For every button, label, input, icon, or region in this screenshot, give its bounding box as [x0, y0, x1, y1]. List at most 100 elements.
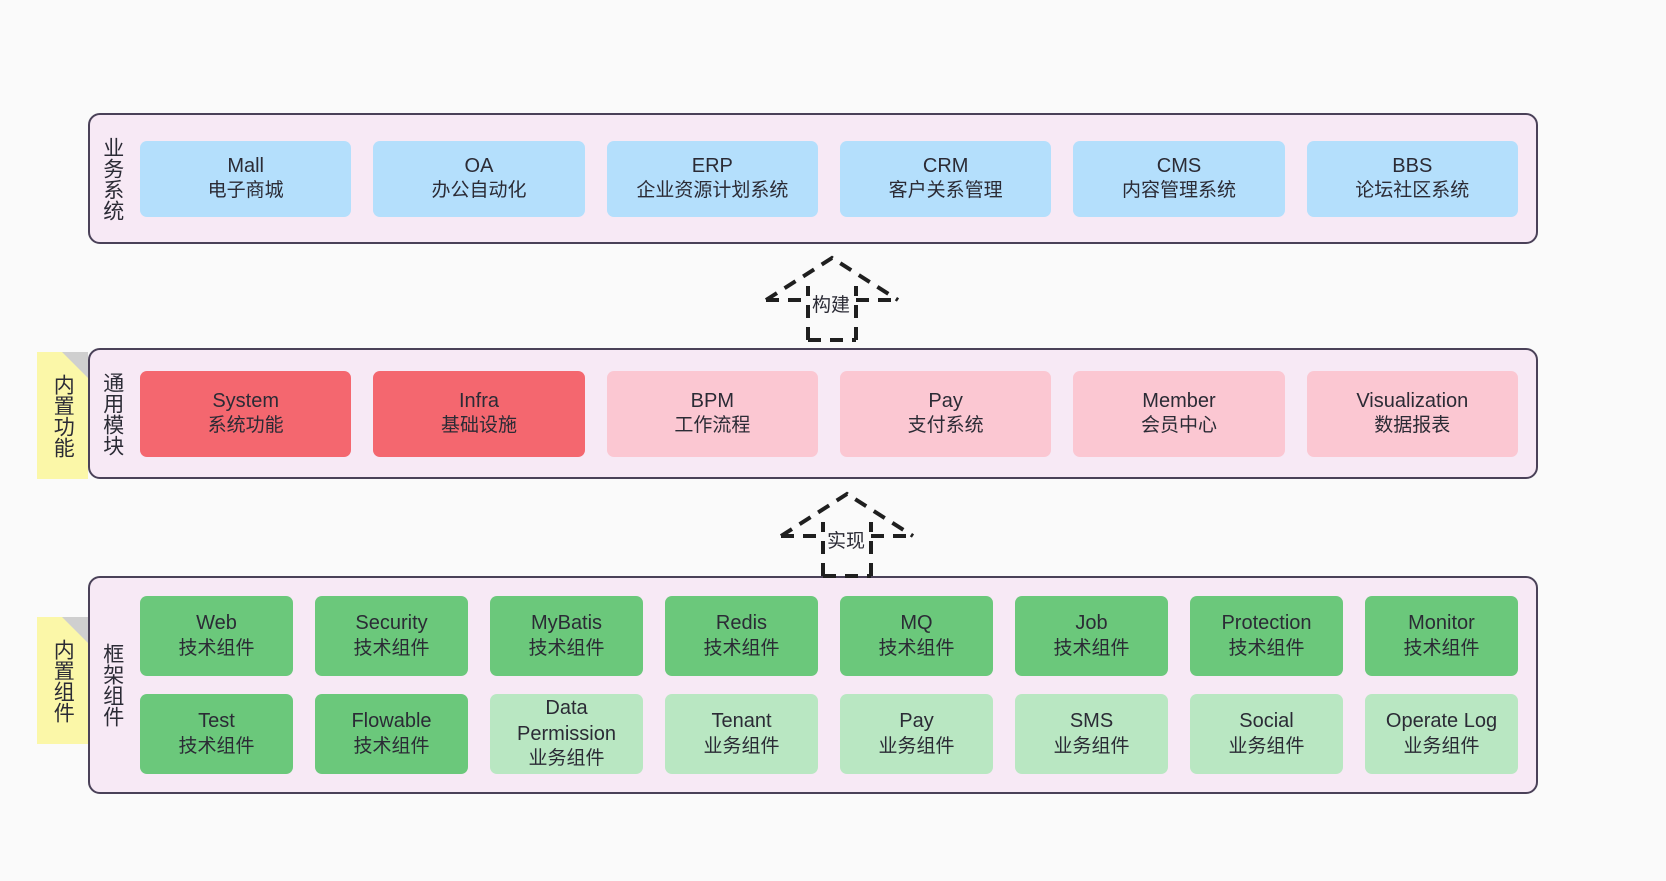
- box-tenant-en: Tenant: [711, 710, 772, 733]
- box-test-cn: 技术组件: [178, 735, 255, 757]
- box-sms-cn: 业务组件: [1053, 735, 1130, 757]
- box-flowable[interactable]: Flowable 技术组件: [315, 694, 468, 774]
- box-oa[interactable]: OA 办公自动化: [373, 140, 585, 217]
- box-erp-cn: 企业资源计划系统: [636, 180, 789, 202]
- box-mybatis[interactable]: MyBatis 技术组件: [490, 596, 643, 676]
- box-visualization-cn: 数据报表: [1374, 415, 1451, 437]
- box-mall-cn: 电子商城: [207, 180, 284, 202]
- box-web-en: Web: [196, 612, 237, 635]
- box-crm-cn: 客户关系管理: [888, 180, 1003, 202]
- layer-framework-components: 框架组件 Web 技术组件 Security 技术组件 MyBatis 技术组件…: [88, 576, 1538, 794]
- box-test-en: Test: [198, 710, 235, 733]
- connector-label-build: 构建: [812, 295, 851, 316]
- box-cms[interactable]: CMS 内容管理系统: [1073, 140, 1285, 217]
- box-flowable-en: Flowable: [351, 710, 432, 733]
- box-security-cn: 技术组件: [353, 637, 430, 659]
- layer-business-systems: 业务系统 Mall 电子商城 OA 办公自动化 ERP 企业资源计划系统 CRM…: [88, 113, 1538, 244]
- box-erp[interactable]: ERP 企业资源计划系统: [606, 140, 818, 217]
- note-builtin-features: 内置功能: [37, 352, 88, 479]
- box-cms-en: CMS: [1156, 154, 1202, 177]
- box-security-en: Security: [355, 612, 428, 635]
- box-protection-en: Protection: [1221, 612, 1312, 635]
- box-bpm-en: BPM: [690, 389, 734, 412]
- box-operate-log-cn: 业务组件: [1403, 735, 1480, 757]
- box-monitor-cn: 技术组件: [1403, 637, 1480, 659]
- box-infra-en: Infra: [458, 389, 499, 412]
- box-flowable-cn: 技术组件: [353, 735, 430, 757]
- box-operate-log[interactable]: Operate Log 业务组件: [1365, 694, 1518, 774]
- box-visualization[interactable]: Visualization 数据报表: [1306, 370, 1518, 457]
- box-infra-cn: 基础设施: [440, 415, 517, 437]
- box-social[interactable]: Social 业务组件: [1190, 694, 1343, 774]
- box-bpm-cn: 工作流程: [674, 415, 751, 437]
- layer-business-body: Mall 电子商城 OA 办公自动化 ERP 企业资源计划系统 CRM 客户关系…: [134, 115, 1536, 242]
- framework-tech-row: Web 技术组件 Security 技术组件 MyBatis 技术组件 Redi…: [140, 596, 1518, 676]
- box-system-en: System: [212, 389, 279, 412]
- note-builtin-components: 内置组件: [37, 617, 88, 744]
- box-pay-module-cn: 支付系统: [907, 415, 984, 437]
- box-monitor[interactable]: Monitor 技术组件: [1365, 596, 1518, 676]
- box-pay-component-cn: 业务组件: [878, 735, 955, 757]
- box-crm[interactable]: CRM 客户关系管理: [839, 140, 1052, 217]
- box-job-en: Job: [1075, 612, 1108, 635]
- box-bbs[interactable]: BBS 论坛社区系统: [1306, 140, 1518, 217]
- box-member[interactable]: Member 会员中心: [1073, 370, 1285, 457]
- box-web-cn: 技术组件: [178, 637, 255, 659]
- generalization-arrow-implement: [779, 491, 915, 578]
- box-mall-en: Mall: [227, 154, 264, 177]
- box-tenant[interactable]: Tenant 业务组件: [665, 694, 818, 774]
- note-fold-icon: [62, 352, 88, 378]
- box-redis[interactable]: Redis 技术组件: [665, 596, 818, 676]
- box-visualization-en: Visualization: [1356, 389, 1469, 412]
- box-pay-component[interactable]: Pay 业务组件: [840, 694, 993, 774]
- note-builtin-features-text: 内置功能: [51, 373, 75, 458]
- layer-framework-title: 框架组件: [100, 643, 124, 727]
- box-cms-cn: 内容管理系统: [1121, 180, 1236, 202]
- box-job[interactable]: Job 技术组件: [1015, 596, 1168, 676]
- box-data-permission[interactable]: Data Permission 业务组件: [490, 694, 643, 774]
- box-member-en: Member: [1142, 389, 1216, 412]
- box-mybatis-cn: 技术组件: [528, 637, 605, 659]
- box-erp-en: ERP: [691, 154, 733, 177]
- note-fold-icon: [62, 617, 88, 643]
- connector-label-implement: 实现: [827, 531, 866, 552]
- layer-modules-body: System 系统功能 Infra 基础设施 BPM 工作流程 Pay 支付系统…: [134, 350, 1536, 477]
- box-bbs-en: BBS: [1392, 154, 1433, 177]
- box-mq-cn: 技术组件: [878, 637, 955, 659]
- layer-business-title: 业务系统: [100, 136, 124, 221]
- box-web[interactable]: Web 技术组件: [140, 596, 293, 676]
- layer-modules-title: 通用模块: [100, 371, 124, 456]
- box-job-cn: 技术组件: [1053, 637, 1130, 659]
- business-row: Mall 电子商城 OA 办公自动化 ERP 企业资源计划系统 CRM 客户关系…: [140, 140, 1518, 217]
- layer-framework-body: Web 技术组件 Security 技术组件 MyBatis 技术组件 Redi…: [134, 578, 1536, 792]
- box-redis-en: Redis: [715, 612, 768, 635]
- box-security[interactable]: Security 技术组件: [315, 596, 468, 676]
- box-social-cn: 业务组件: [1228, 735, 1305, 757]
- framework-biz-row: Test 技术组件 Flowable 技术组件 Data Permission …: [140, 694, 1518, 774]
- box-pay-component-en: Pay: [899, 710, 934, 733]
- box-monitor-en: Monitor: [1408, 612, 1475, 635]
- box-mq[interactable]: MQ 技术组件: [840, 596, 993, 676]
- box-bbs-cn: 论坛社区系统: [1355, 180, 1470, 202]
- box-data-permission-en: Data Permission: [517, 697, 616, 745]
- box-bpm[interactable]: BPM 工作流程: [606, 370, 818, 457]
- box-protection[interactable]: Protection 技术组件: [1190, 596, 1343, 676]
- box-social-en: Social: [1239, 710, 1294, 733]
- box-system[interactable]: System 系统功能: [140, 370, 352, 457]
- box-sms[interactable]: SMS 业务组件: [1015, 694, 1168, 774]
- note-builtin-components-text: 内置组件: [51, 638, 75, 723]
- box-operate-log-en: Operate Log: [1385, 710, 1498, 733]
- box-mybatis-en: MyBatis: [530, 612, 603, 635]
- box-test[interactable]: Test 技术组件: [140, 694, 293, 774]
- box-protection-cn: 技术组件: [1228, 637, 1305, 659]
- box-sms-en: SMS: [1069, 710, 1114, 733]
- generalization-arrow-build: [764, 255, 900, 342]
- box-infra[interactable]: Infra 基础设施: [373, 370, 585, 457]
- box-data-permission-cn: 业务组件: [528, 748, 605, 770]
- box-member-cn: 会员中心: [1140, 415, 1217, 437]
- box-pay-module[interactable]: Pay 支付系统: [839, 370, 1052, 457]
- box-tenant-cn: 业务组件: [703, 735, 780, 757]
- box-system-cn: 系统功能: [207, 415, 284, 437]
- box-mall[interactable]: Mall 电子商城: [140, 140, 352, 217]
- box-oa-en: OA: [464, 154, 494, 177]
